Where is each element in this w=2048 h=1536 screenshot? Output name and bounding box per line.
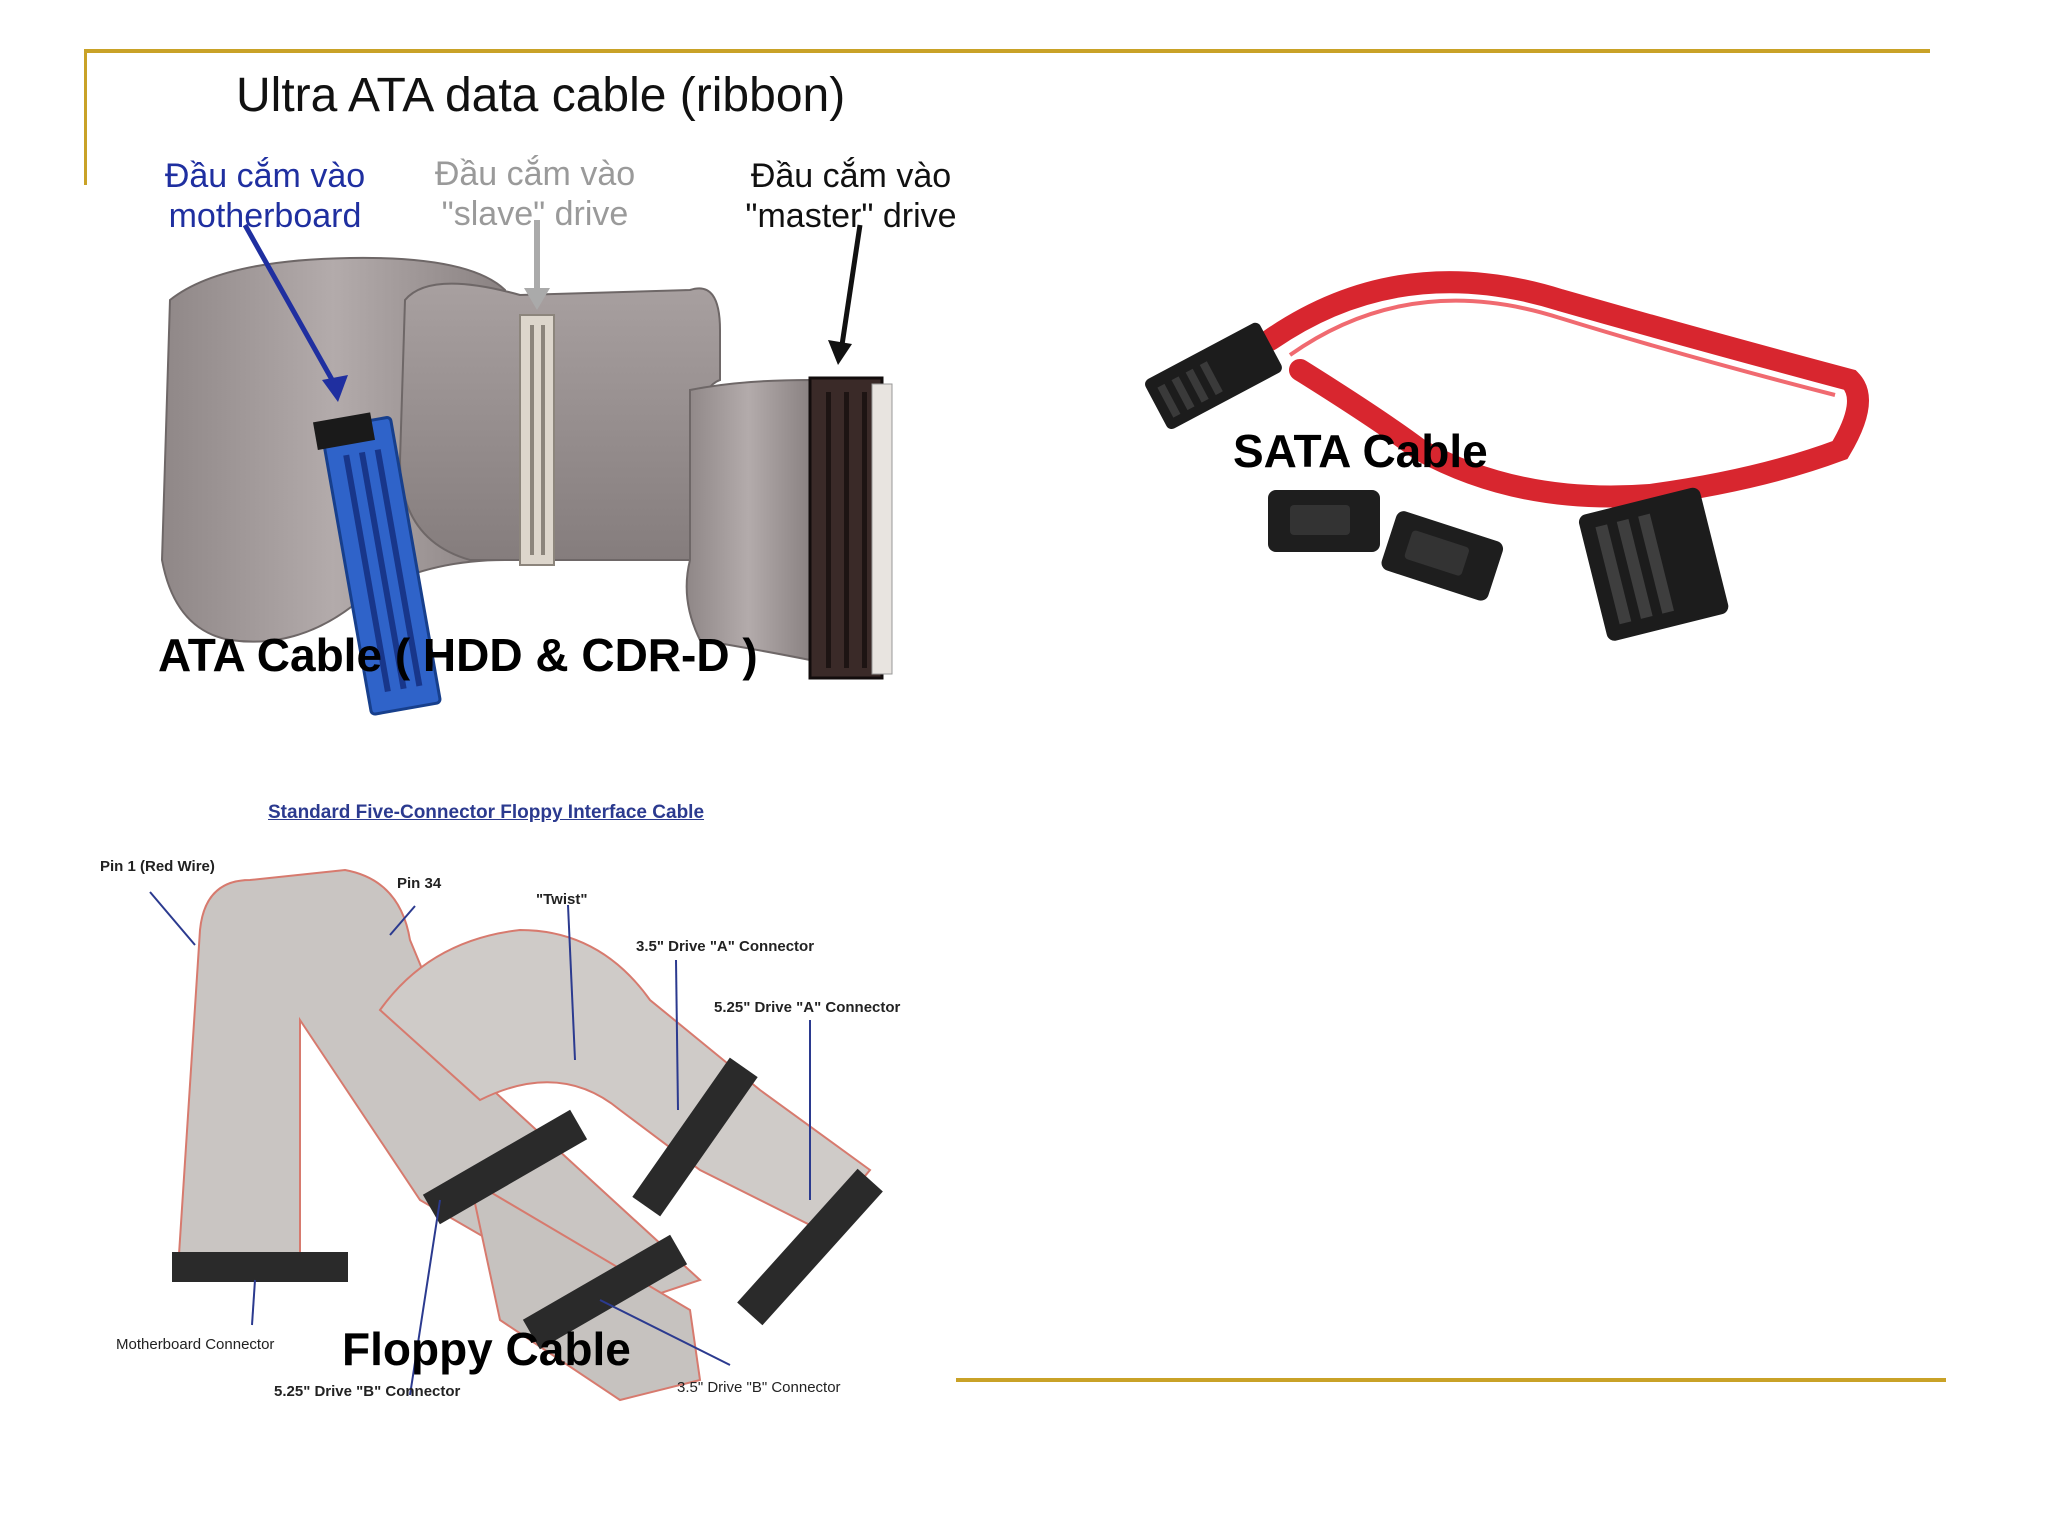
floppy-525-a-connector [737,1168,883,1326]
floppy-35-b-connector [522,1234,688,1350]
label-pin1: Pin 1 (Red Wire) [100,858,215,875]
floppy-caption: Floppy Cable [342,1323,631,1375]
floppy-figure-title: Standard Five-Connector Floppy Interface… [268,802,705,823]
sata-cap-1 [1268,490,1380,552]
label-525-drive-a: 5.25" Drive "A" Connector [714,999,901,1016]
arrow-motherboard [242,223,348,402]
floppy-motherboard-connector [172,1252,348,1282]
label-master-line1: Đầu cắm vào [750,157,952,195]
master-connector [808,376,893,680]
label-master: Đầu cắm vào "master" drive [736,156,966,236]
left-rule [84,49,87,185]
label-525-drive-b: 5.25" Drive "B" Connector [274,1383,461,1400]
ata-ribbon-illustration [160,220,893,716]
label-pin34: Pin 34 [397,875,442,892]
ata-caption: ATA Cable ( HDD & CDR-D ) [158,629,758,681]
label-35-drive-a: 3.5" Drive "A" Connector [636,938,815,955]
sata-connector-right [1578,487,1729,641]
label-slave-line1: Đầu cắm vào [434,155,636,193]
label-twist: "Twist" [536,891,588,908]
floppy-35-a-connector [632,1057,758,1217]
sata-cable-tail [1289,359,1431,461]
label-motherboard-line2: motherboard [168,197,362,235]
label-motherboard-line1: Đầu cắm vào [164,157,366,195]
floppy-525-b-connector [422,1109,588,1225]
sata-cap-2 [1381,511,1504,601]
bottom-rule [956,1378,1946,1382]
label-motherboard: Đầu cắm vào motherboard [150,156,380,236]
ribbon-right [685,378,811,662]
label-slave: Đầu cắm vào "slave" drive [420,154,650,234]
sata-connector-left [1145,322,1282,430]
floppy-ribbon-twist [378,928,872,1232]
arrow-master [828,224,863,365]
label-master-line2: "master" drive [745,197,957,235]
sata-cable-body [1259,271,1869,508]
label-35-drive-b: 3.5" Drive "B" Connector [677,1379,841,1396]
motherboard-connector [313,412,442,716]
sata-caption: SATA Cable [1233,425,1488,477]
floppy-pointer-lines [149,891,811,1396]
slave-connector [519,314,555,566]
floppy-ribbon-illustration [149,868,883,1402]
arrow-slave [524,220,550,310]
ata-figure-title: Ultra ATA data cable (ribbon) [236,69,846,122]
sata-cable-illustration [1145,271,1869,641]
top-rule [84,49,1930,53]
label-motherboard-connector: Motherboard Connector [116,1336,275,1353]
